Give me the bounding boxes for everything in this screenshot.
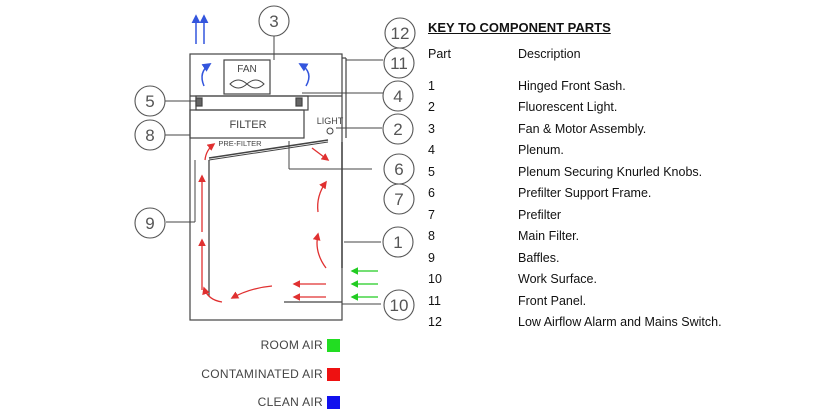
legend-room-air: ROOM AIR (261, 338, 340, 352)
key-part: 12 (428, 315, 442, 329)
prefilter-label: PRE-FILTER (218, 139, 262, 148)
callout-9-circle (134, 207, 166, 239)
key-row: 6 Prefilter Support Frame. (428, 186, 828, 208)
key-part: 7 (428, 207, 435, 222)
key-desc: Hinged Front Sash. (518, 78, 626, 93)
key-row: 8 Main Filter. (428, 229, 828, 251)
key-col-description: Description (518, 47, 581, 61)
plenum (195, 95, 309, 111)
callout-2-number: 2 (393, 120, 402, 139)
light-label: LIGHT (317, 116, 344, 126)
callout-4-number: 4 (393, 87, 402, 106)
callout-5-number: 5 (145, 92, 154, 111)
key-part: 8 (428, 229, 435, 243)
prefilter: PRE-FILTER (208, 139, 372, 170)
key-desc: Prefilter (518, 207, 562, 222)
fluorescent-light: LIGHT (317, 116, 344, 135)
key-part: 9 (428, 250, 435, 265)
key-desc: Front Panel. (518, 293, 587, 308)
key-title: KEY TO COMPONENT PARTS (428, 20, 611, 35)
key-part: 11 (428, 293, 441, 308)
key-part: 3 (428, 121, 435, 136)
callout-numbers: 3 12 11 4 5 8 2 6 7 9 1 10 (145, 12, 409, 315)
key-col-part: Part (428, 47, 451, 61)
callout-circles (134, 5, 416, 321)
key-row: 7 Prefilter (428, 208, 828, 230)
legend-contaminated-air-label: CONTAMINATED AIR (201, 367, 323, 381)
legend-clean-air-label: CLEAN AIR (257, 395, 323, 409)
callout-12-number: 12 (391, 24, 410, 43)
key-row: 9 Baffles. (428, 251, 828, 273)
legend-clean-air-swatch (327, 395, 340, 409)
callout-5-circle (134, 85, 166, 117)
contaminated-air-arrows (198, 143, 330, 303)
key-part: 1 (428, 78, 435, 93)
legend-clean-air: CLEAN AIR (258, 395, 340, 409)
key-desc: Main Filter. (518, 229, 580, 243)
key-desc: Fluorescent Light. (518, 100, 618, 114)
component-key: KEY TO COMPONENT PARTS Part Description … (428, 20, 828, 337)
room-air-arrows (350, 267, 378, 301)
fan-assembly: FAN (223, 59, 271, 95)
callout-1-number: 1 (393, 233, 402, 252)
key-row: 5 Plenum Securing Knurled Knobs. (428, 165, 828, 187)
callout-2-circle (382, 113, 414, 145)
key-desc: Fan & Motor Assembly. (518, 121, 647, 136)
callout-4-circle (382, 80, 414, 112)
key-desc: Prefilter Support Frame. (518, 186, 652, 200)
key-desc: Plenum. (518, 143, 564, 157)
key-part: 5 (428, 164, 435, 179)
callout-9-number: 9 (145, 214, 154, 233)
main-filter: FILTER (189, 109, 305, 139)
key-part: 2 (428, 100, 435, 114)
key-desc: Baffles. (518, 250, 560, 265)
key-desc: Low Airflow Alarm and Mains Switch. (518, 315, 722, 329)
callout-1-circle (382, 226, 414, 258)
key-row: 1 Hinged Front Sash. (428, 79, 828, 101)
legend-room-air-label: ROOM AIR (260, 338, 323, 352)
key-desc: Work Surface. (518, 272, 597, 286)
key-row: 11 Front Panel. (428, 294, 828, 316)
callout-10-circle (383, 289, 415, 321)
key-row: 2 Fluorescent Light. (428, 100, 828, 122)
callout-3-number: 3 (269, 12, 278, 31)
callout-11-circle (383, 47, 415, 79)
key-row: 3 Fan & Motor Assembly. (428, 122, 828, 144)
legend-contaminated-air: CONTAMINATED AIR (201, 367, 340, 381)
key-row: 4 Plenum. (428, 143, 828, 165)
callout-10-number: 10 (390, 296, 409, 315)
clean-air-exhaust-arrows (191, 14, 310, 87)
callout-6-number: 6 (394, 160, 403, 179)
key-desc: Plenum Securing Knurled Knobs. (518, 164, 703, 179)
key-row: 12 Low Airflow Alarm and Mains Switch. (428, 315, 828, 337)
legend-contaminated-air-swatch (327, 367, 340, 381)
filter-label: FILTER (229, 119, 266, 131)
key-part: 4 (428, 143, 435, 157)
key-part: 10 (428, 272, 442, 286)
key-header-row: Part Description (428, 47, 828, 69)
callout-8-number: 8 (145, 126, 154, 145)
key-row: 10 Work Surface. (428, 272, 828, 294)
legend-room-air-swatch (327, 338, 340, 352)
callout-8-circle (134, 119, 166, 151)
callout-3-circle (258, 5, 290, 37)
callout-7-circle (383, 183, 415, 215)
callout-11-number: 11 (390, 54, 408, 73)
callout-7-number: 7 (394, 190, 403, 209)
key-part: 6 (428, 186, 435, 200)
fan-label: FAN (237, 64, 256, 75)
